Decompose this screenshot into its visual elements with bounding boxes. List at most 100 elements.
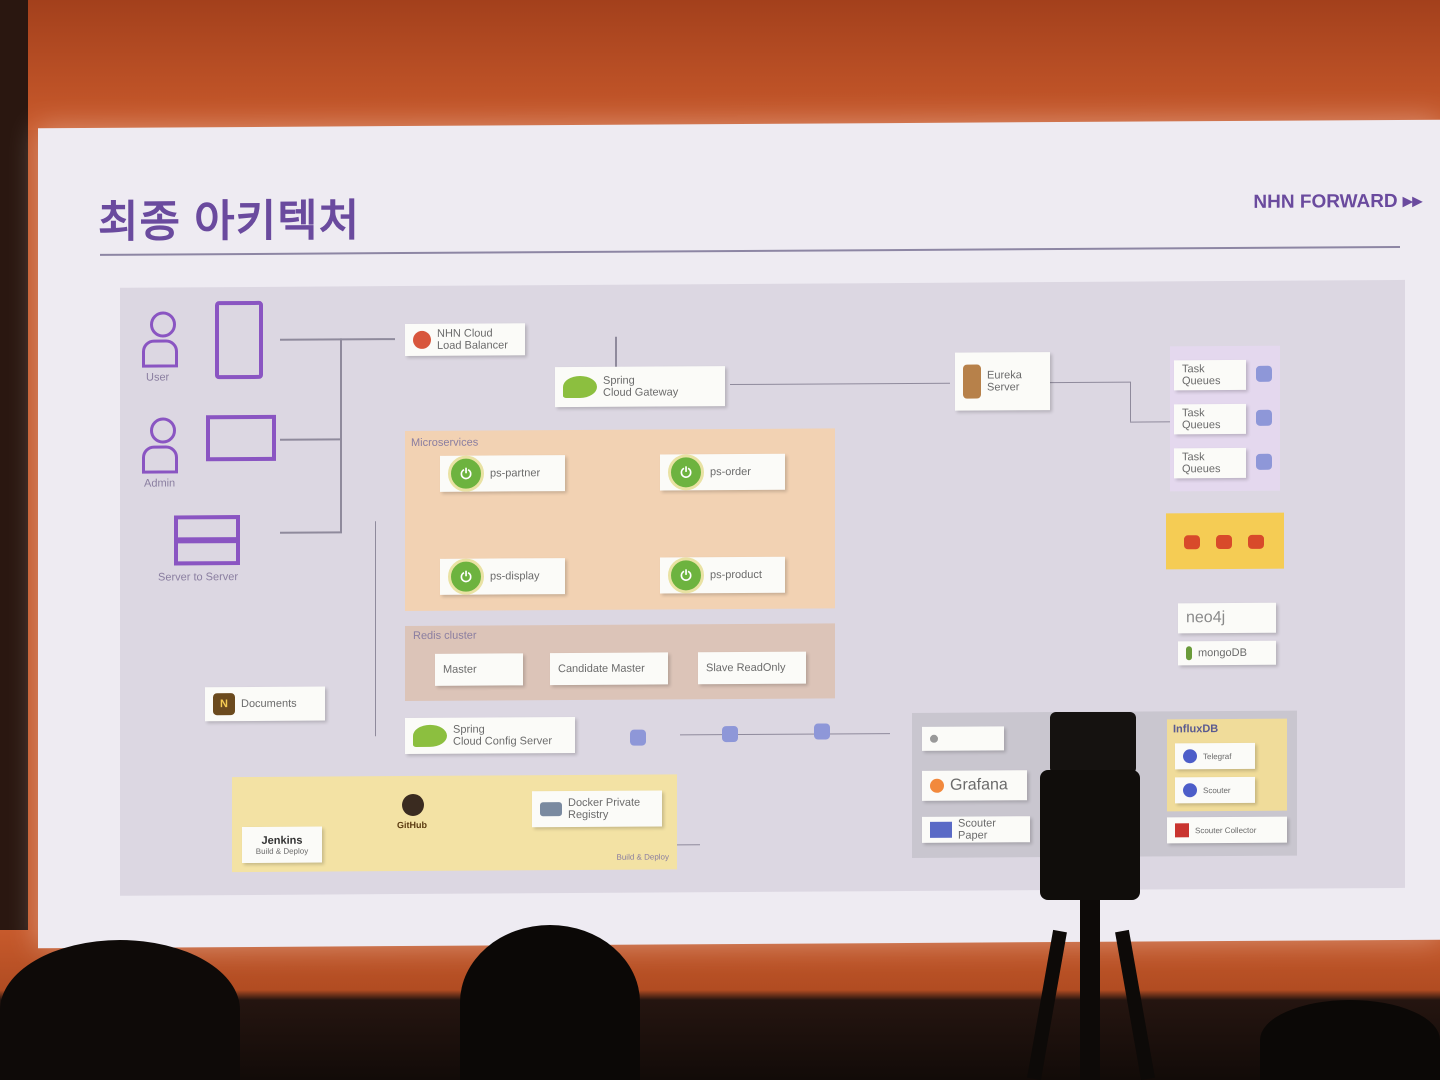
scouter-icon <box>1183 783 1197 798</box>
docker-label: Docker Private Registry <box>568 796 641 822</box>
notion-icon: N <box>213 693 235 716</box>
documents-node: N Documents <box>205 686 325 722</box>
service-label: ps-order <box>710 465 751 479</box>
github-icon <box>402 793 424 817</box>
config-line1: Spring <box>453 723 485 736</box>
redis-node-label: Candidate Master <box>558 662 645 676</box>
eureka-node: Eureka Server <box>955 352 1050 411</box>
spring-boot-icon: ⏻ <box>668 557 704 594</box>
redis-label: Redis cluster <box>413 629 477 642</box>
server-icon <box>174 515 240 542</box>
service-label: ps-display <box>490 570 540 583</box>
connector <box>340 338 342 534</box>
load-balancer-icon <box>413 330 431 349</box>
queue-label: Task Queues <box>1182 451 1221 476</box>
config-repo-icon <box>630 729 646 746</box>
service-node: ⏻ ps-order <box>660 453 785 491</box>
docker-icon <box>540 802 562 817</box>
kubernetes-icon <box>1256 453 1272 470</box>
grafana-icon <box>930 778 944 793</box>
scouter-paper-icon <box>930 821 952 838</box>
influx-panel: InfluxDB Telegraf Scouter <box>1167 718 1287 812</box>
message-queue-panel: Task Queues Task Queues Task Queues <box>1170 345 1280 492</box>
config-line2: Cloud Config Server <box>453 735 553 748</box>
broker-icon <box>1184 535 1200 550</box>
mongodb-label: mongoDB <box>1198 646 1247 660</box>
left-wall <box>0 0 28 1080</box>
spring-cloud-icon <box>563 375 597 399</box>
grafana-label: Grafana <box>950 776 1008 794</box>
redis-node: Slave ReadOnly <box>698 651 806 685</box>
broker-icon <box>1216 534 1232 550</box>
load-balancer-node: NHN Cloud Load Balancer <box>405 323 525 357</box>
microservices-panel: Microservices ⏻ps-partner ⏻ps-order ⏻ps-… <box>405 428 835 612</box>
eureka-icon <box>963 364 981 399</box>
scouter-paper-node: Scouter Paper <box>922 816 1030 843</box>
redis-node: Candidate Master <box>550 652 668 686</box>
service-node: ⏻ ps-partner <box>440 455 565 492</box>
admin-icon <box>142 417 178 477</box>
scouter-paper-label: Scouter Paper <box>958 817 996 842</box>
slide-title: 최종 아키텍처 <box>98 196 361 247</box>
admin-label: Admin <box>144 477 176 490</box>
influx-label: InfluxDB <box>1173 723 1219 736</box>
mobile-icon <box>215 300 263 380</box>
alert-node <box>922 726 1004 751</box>
service-label: ps-product <box>710 568 762 582</box>
redis-node-label: Master <box>443 663 477 676</box>
redis-node-label: Slave ReadOnly <box>706 661 786 675</box>
kubernetes-icon <box>1256 409 1272 426</box>
projection-screen: 최종 아키텍처 NHN FORWARD ▸▸ User Admin Server… <box>38 119 1440 949</box>
scouter-server-node: Scouter <box>1175 776 1255 804</box>
server-label: Server to Server <box>158 571 239 584</box>
gateway-line1: Spring <box>603 374 635 387</box>
audience-head <box>0 940 240 1080</box>
connector <box>280 531 340 534</box>
load-balancer-label: NHN Cloud Load Balancer <box>437 327 508 352</box>
audience-head <box>460 925 640 1080</box>
broker-icon <box>1248 534 1264 549</box>
jenkins-node: Jenkins Build & Deploy <box>242 826 322 864</box>
architecture-diagram: User Admin Server to Server NHN Cloud Lo… <box>120 279 1405 896</box>
docker-node: Docker Private Registry <box>532 790 662 828</box>
queue-node: Task Queues <box>1174 359 1246 391</box>
user-icon <box>142 311 178 371</box>
audience-head <box>1260 1000 1440 1080</box>
kubernetes-icon <box>1256 365 1272 382</box>
mongodb-node: mongoDB <box>1178 640 1276 666</box>
redis-node: Master <box>435 653 523 686</box>
service-node: ⏻ ps-display <box>440 558 565 595</box>
gateway-line2: Cloud Gateway <box>603 386 679 399</box>
jenkins-label: Jenkins <box>261 834 303 847</box>
camera-body <box>1050 712 1136 774</box>
audience-area <box>0 930 1440 1080</box>
spring-boot-icon: ⏻ <box>448 455 484 492</box>
neo4j-label: neo4j <box>1186 609 1226 627</box>
service-label: ps-partner <box>490 467 541 480</box>
connector <box>680 733 890 736</box>
desktop-icon <box>206 414 276 462</box>
spring-boot-icon: ⏻ <box>448 558 484 595</box>
queue-node: Task Queues <box>1174 403 1246 435</box>
queue-label: Task Queues <box>1182 363 1221 388</box>
user-label: User <box>146 371 170 384</box>
config-repo-icon <box>814 723 830 740</box>
telegraf-node: Telegraf <box>1175 742 1255 770</box>
scouter-collector-label: Scouter Collector <box>1195 825 1257 835</box>
service-node: ⏻ ps-product <box>660 556 785 594</box>
connector <box>1130 381 1131 422</box>
redis-panel: Redis cluster Master Candidate Master Sl… <box>405 623 835 702</box>
connector <box>280 438 340 441</box>
spring-cloud-icon <box>413 724 447 747</box>
neo4j-node: neo4j <box>1178 602 1276 634</box>
jenkins-sublabel: Build & Deploy <box>255 846 309 856</box>
build-panel: Jenkins Build & Deploy GitHub Docker Pri… <box>232 774 677 873</box>
queue-label: Task Queues <box>1182 407 1221 432</box>
config-repo-icon <box>722 726 738 743</box>
spring-boot-icon: ⏻ <box>668 454 704 491</box>
github-label: GitHub <box>397 819 427 831</box>
